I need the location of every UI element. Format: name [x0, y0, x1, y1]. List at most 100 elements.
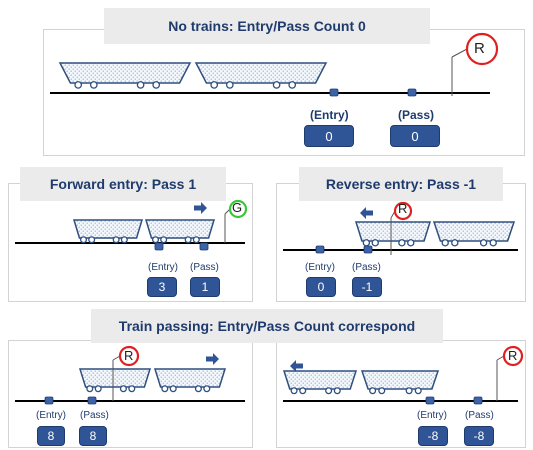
- wheel: [79, 236, 88, 244]
- wheel: [288, 81, 297, 89]
- train-car-1-forward: [72, 219, 144, 244]
- entry-label-pass-right: (Entry): [417, 410, 447, 421]
- car-body: [432, 221, 516, 242]
- train-car-2-pass-left: [153, 368, 227, 393]
- signal-label-forward: G: [232, 200, 243, 215]
- direction-arrow-pass-left: [206, 353, 219, 365]
- car-body: [78, 368, 152, 388]
- title-forward-entry: Forward entry: Pass 1: [20, 167, 226, 201]
- wheel: [407, 239, 415, 247]
- pass-counter-pass-left: 8: [79, 426, 107, 446]
- wheel: [119, 385, 127, 393]
- direction-arrow-pass-right: [290, 360, 303, 372]
- car-body: [194, 62, 328, 84]
- wheel: [451, 239, 459, 247]
- entry-sensor-pass-right: [425, 396, 435, 405]
- wheel: [290, 387, 298, 395]
- train-car-2-top: [194, 62, 328, 89]
- entry-label-top: (Entry): [310, 108, 349, 122]
- title-train-passing: Train passing: Entry/Pass Count correspo…: [91, 309, 443, 343]
- wheel: [169, 385, 177, 393]
- signal-lamp: [502, 345, 524, 367]
- pass-counter-forward: 1: [190, 277, 220, 297]
- signal-arm: [451, 48, 468, 58]
- signal-label-pass-left: R: [124, 348, 134, 363]
- wheel: [112, 236, 120, 244]
- title-reverse-entry: Reverse entry: Pass -1: [299, 167, 503, 201]
- wheel: [94, 385, 102, 393]
- wheel: [272, 81, 281, 89]
- car-body: [282, 370, 358, 390]
- pass-counter-top: 0: [390, 125, 440, 147]
- pass-label-top: (Pass): [398, 108, 435, 122]
- pass-label-reverse: (Pass): [352, 262, 381, 273]
- signal-lamp: [118, 345, 140, 367]
- pass-sensor-reverse: [363, 245, 373, 254]
- wheel: [151, 236, 160, 244]
- train-car-2-pass-right: [360, 370, 440, 395]
- train-car-1-top: [58, 62, 192, 89]
- pass-sensor-pass-right: [473, 396, 483, 405]
- car-body: [58, 62, 192, 84]
- wheel: [120, 236, 128, 244]
- entry-counter-pass-left: 8: [37, 426, 65, 446]
- entry-counter-forward: 3: [147, 277, 177, 297]
- wheel: [299, 387, 307, 395]
- car-body: [72, 219, 144, 239]
- wheel: [192, 236, 200, 244]
- train-car-2-forward: [144, 219, 216, 244]
- wheel: [160, 236, 168, 244]
- wheel: [136, 81, 145, 89]
- wheel: [194, 385, 202, 393]
- signal-forward: [224, 199, 248, 243]
- signal-reverse: [390, 201, 413, 255]
- wheel: [479, 239, 488, 247]
- wheel: [489, 239, 497, 247]
- wheel: [371, 239, 379, 247]
- wheel: [152, 81, 161, 89]
- wheel: [210, 81, 219, 89]
- train-car-1-pass-left: [78, 368, 152, 393]
- signal-label-pass-right: R: [508, 348, 518, 363]
- signal-label-top: R: [474, 40, 485, 57]
- car-body: [153, 368, 227, 388]
- pass-sensor-pass-left: [87, 396, 97, 405]
- pass-counter-pass-right: -8: [464, 426, 494, 446]
- pass-sensor-forward: [199, 242, 209, 251]
- wheel: [86, 385, 94, 393]
- title-no-trains: No trains: Entry/Pass Count 0: [104, 8, 430, 44]
- car-body: [144, 219, 216, 239]
- signal-arm: [496, 355, 505, 361]
- entry-counter-top: 0: [304, 125, 354, 147]
- entry-sensor-top: [329, 88, 339, 97]
- wheel: [325, 387, 333, 395]
- wheel: [74, 81, 83, 89]
- car-body: [360, 370, 440, 390]
- wheel: [161, 385, 169, 393]
- wheel: [89, 81, 98, 89]
- wheel: [405, 387, 413, 395]
- wheel: [184, 236, 192, 244]
- pass-counter-reverse: -1: [352, 277, 382, 297]
- wheel: [362, 239, 371, 247]
- wheel: [398, 239, 406, 247]
- wheel: [225, 81, 234, 89]
- wheel: [369, 387, 377, 395]
- pass-sensor-top: [407, 88, 417, 97]
- entry-label-forward: (Entry): [148, 262, 178, 273]
- pass-label-pass-left: (Pass): [80, 410, 109, 421]
- entry-counter-pass-right: -8: [418, 426, 448, 446]
- direction-arrow-forward: [194, 202, 207, 214]
- wheel: [128, 385, 136, 393]
- wheel: [378, 387, 386, 395]
- entry-label-reverse: (Entry): [305, 262, 335, 273]
- signal-pass-left: [112, 345, 140, 401]
- entry-sensor-pass-left: [44, 396, 54, 405]
- entry-sensor-forward: [154, 242, 164, 251]
- pass-label-pass-right: (Pass): [465, 410, 494, 421]
- train-car-1-reverse: [354, 221, 432, 247]
- signal-pass-right: [496, 345, 524, 401]
- wheel: [333, 387, 341, 395]
- signal-label-reverse: R: [398, 201, 408, 216]
- pass-label-forward: (Pass): [190, 262, 219, 273]
